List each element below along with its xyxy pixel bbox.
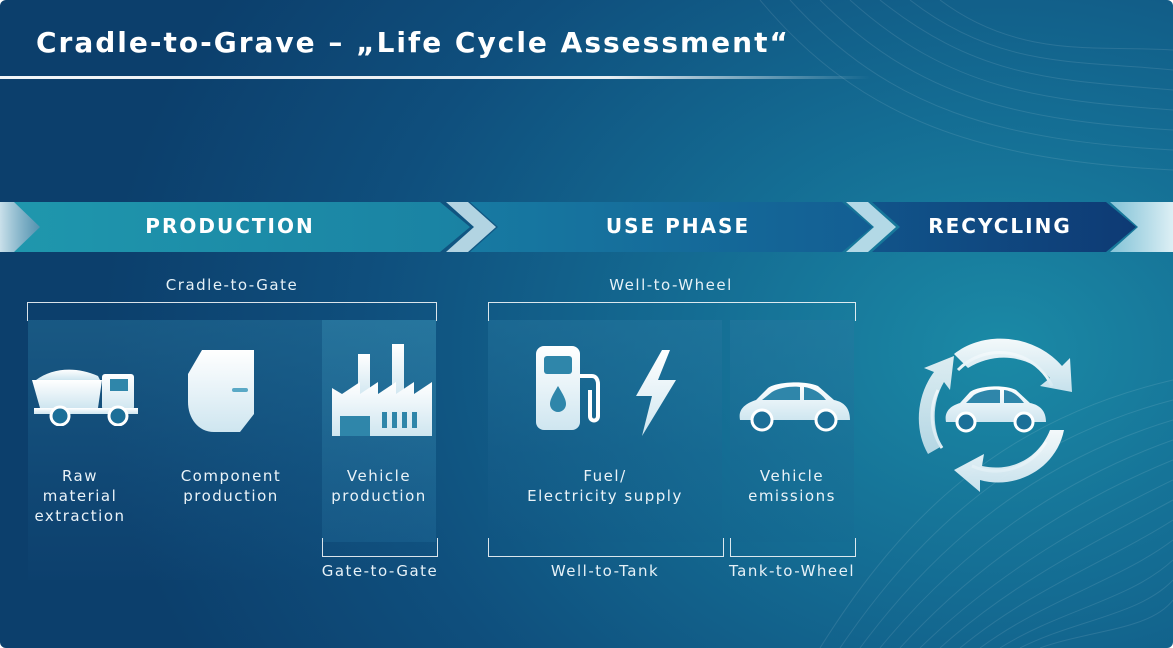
label-line: Vehicle [346, 467, 412, 485]
panel-tank-to-wheel [730, 320, 854, 542]
label-line: Component [180, 467, 282, 485]
range-well-to-wheel: Well-to-Wheel [609, 276, 733, 294]
label-line: Raw [61, 467, 99, 485]
recycling-car-icon [918, 338, 1072, 492]
bracket-gate-to-gate [322, 538, 438, 557]
bracket-cradle-to-gate [27, 302, 437, 321]
label-line: production [331, 487, 427, 505]
fuel-pump-icon [536, 346, 600, 430]
bracket-well-to-wheel [488, 302, 856, 321]
label-vehicle-production: Vehicle production [322, 466, 436, 506]
factory-icon [332, 344, 432, 436]
phase-use-label: USE PHASE [605, 214, 751, 238]
label-component-production: Component production [168, 466, 294, 506]
label-line: Electricity supply [527, 487, 683, 505]
label-line: emissions [748, 487, 836, 505]
phase-recycling-label: RECYCLING [928, 214, 1072, 238]
label-line: production [183, 487, 279, 505]
car-door-icon [188, 350, 254, 432]
page-title: Cradle-to-Grave – „Life Cycle Assessment… [36, 26, 790, 59]
range-well-to-tank: Well-to-Tank [550, 562, 660, 580]
label-line: extraction [34, 507, 126, 525]
bracket-well-to-tank [488, 538, 724, 557]
label-line: Fuel/ [583, 467, 627, 485]
car-icon [739, 382, 850, 432]
bracket-tank-to-wheel [730, 538, 856, 557]
phase-production-label: PRODUCTION [145, 214, 315, 238]
lightning-icon [636, 350, 676, 436]
dump-truck-icon [32, 369, 138, 426]
range-cradle-to-gate: Cradle-to-Gate [165, 276, 299, 294]
label-raw-material: Raw material extraction [28, 466, 132, 526]
phase-arrow-band [0, 202, 1173, 252]
title-underline [0, 76, 870, 79]
label-line: material [42, 487, 118, 505]
label-fuel-electricity: Fuel/ Electricity supply [500, 466, 710, 506]
panel-well-to-tank [488, 320, 722, 542]
range-tank-to-wheel: Tank-to-Wheel [728, 562, 856, 580]
label-vehicle-emissions: Vehicle emissions [730, 466, 854, 506]
label-line: Vehicle [759, 467, 825, 485]
range-gate-to-gate: Gate-to-Gate [321, 562, 439, 580]
